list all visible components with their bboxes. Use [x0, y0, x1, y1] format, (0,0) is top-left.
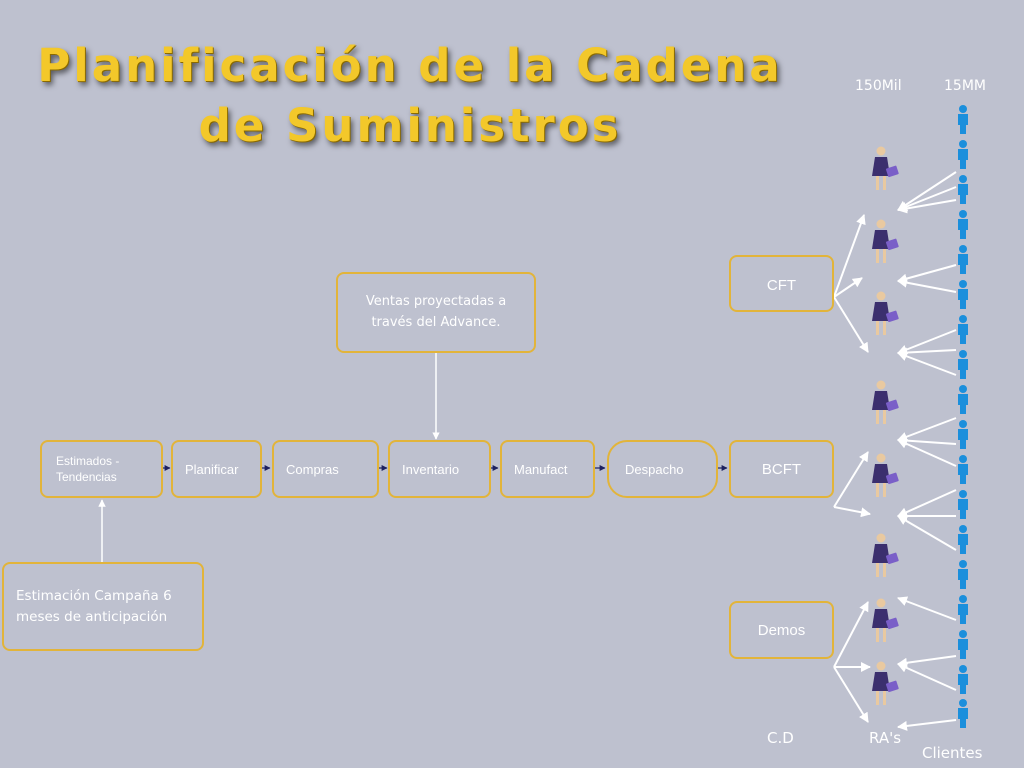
client-icon [958, 595, 968, 624]
forecast-note-text: Ventas proyectadas a través del Advance. [365, 294, 507, 330]
ra-icon [872, 219, 899, 263]
step-despacho: Despacho [607, 440, 718, 498]
client-icon [958, 420, 968, 449]
step-manufact: Manufact [500, 440, 595, 498]
cd-to-ra-arrows [833, 214, 871, 723]
step-compras: Compras [272, 440, 379, 498]
dc-cft: CFT [729, 255, 834, 312]
client-icon [958, 455, 968, 484]
label-cd: C.D [767, 729, 794, 747]
forecast-note-box: Ventas proyectadas a través del Advance. [336, 272, 536, 353]
step-estimados: Estimados - Tendencias [40, 440, 163, 498]
client-icon [958, 245, 968, 274]
client-icon [958, 350, 968, 379]
ra-icon [872, 533, 899, 577]
title-line-1: Planificación de la Cadena [37, 39, 783, 92]
label-clientes: Clientes [922, 744, 983, 762]
page-title: Planificación de la Cadena de Suministro… [30, 36, 790, 156]
client-icon [958, 525, 968, 554]
ra-icon [872, 380, 899, 424]
label-15mm: 15MM [944, 78, 986, 94]
ra-icon [872, 453, 899, 497]
ra-icon [872, 291, 899, 335]
client-icon [958, 699, 968, 728]
client-icon [958, 315, 968, 344]
label-150mil: 150Mil [855, 78, 902, 94]
client-to-ra-arrows [897, 171, 957, 731]
step-planificar: Planificar [171, 440, 262, 498]
client-icon [958, 560, 968, 589]
campaign-note-box: Estimación Campaña 6 meses de anticipaci… [2, 562, 204, 651]
client-icon [958, 210, 968, 239]
dc-bcft: BCFT [729, 440, 834, 498]
ra-icon [872, 146, 899, 190]
client-icon [958, 630, 968, 659]
client-icon [958, 280, 968, 309]
ra-figures [872, 146, 899, 705]
dc-demos: Demos [729, 601, 834, 659]
step-inventario: Inventario [388, 440, 491, 498]
client-icon [958, 140, 968, 169]
client-icon [958, 175, 968, 204]
label-ras: RA's [869, 729, 902, 747]
client-icon [958, 665, 968, 694]
client-icon [958, 385, 968, 414]
ra-icon [872, 661, 899, 705]
campaign-note-text: Estimación Campaña 6 meses de anticipaci… [16, 587, 172, 625]
ra-icon [872, 598, 899, 642]
client-icon [958, 105, 968, 134]
client-icon [958, 490, 968, 519]
client-figures [958, 105, 968, 728]
title-line-2: de Suministros [198, 98, 622, 152]
